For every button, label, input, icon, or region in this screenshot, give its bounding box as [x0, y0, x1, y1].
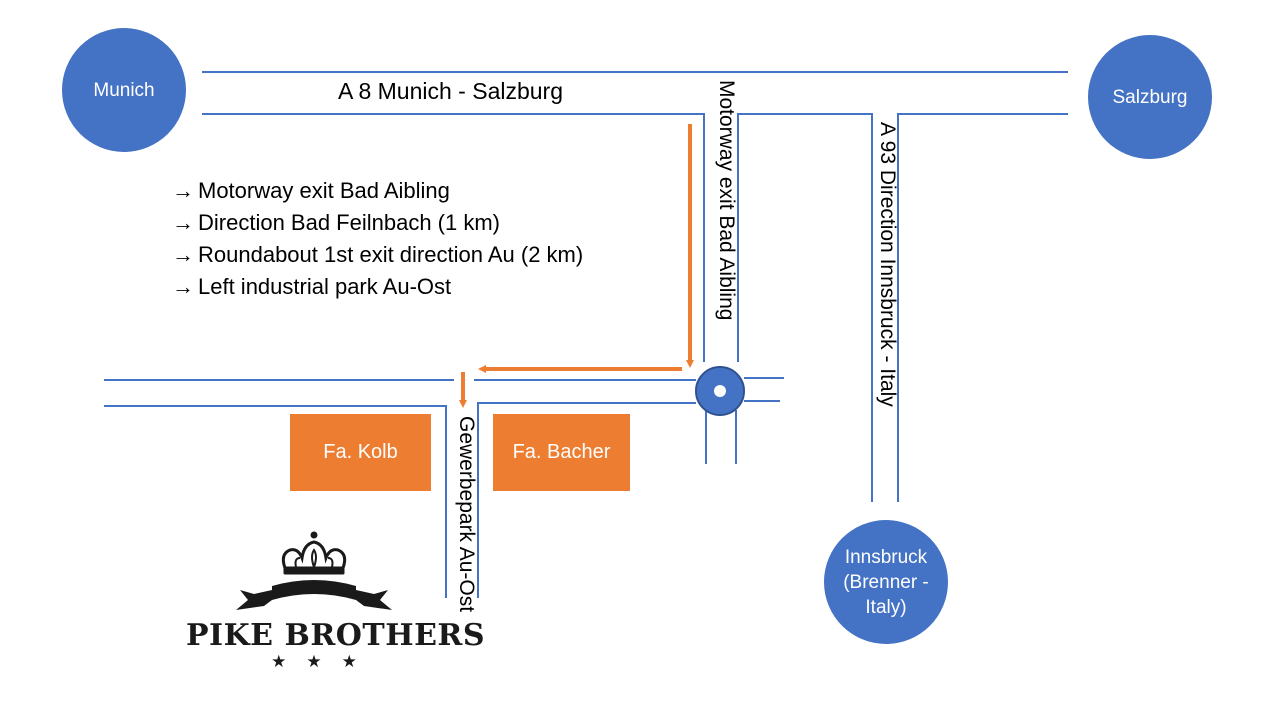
- business-fa-bacher: Fa. Bacher: [493, 414, 630, 491]
- direction-text: Left industrial park Au-Ost: [198, 274, 452, 299]
- arrow-right-icon: →: [172, 178, 194, 203]
- a8-road-bottom-right-edge: [897, 113, 1068, 502]
- business-fa-bacher-label: Fa. Bacher: [512, 441, 611, 463]
- road-label-gewerbepark: Gewerbepark Au-Ost: [455, 416, 478, 613]
- direction-text: Roundabout 1st exit direction Au (2 km): [198, 242, 584, 267]
- roundabout-icon: [695, 366, 745, 416]
- city-innsbruck-label-line3: Italy): [865, 596, 907, 618]
- road-label-a8: A 8 Munich - Salzburg: [338, 78, 564, 104]
- local-road-bottom-mid-edge: [477, 402, 696, 598]
- city-innsbruck-label-line2: (Brenner -: [843, 571, 929, 593]
- road-label-motorway-exit: Motorway exit Bad Aibling: [715, 80, 738, 321]
- logo-stars: ★★★: [271, 652, 377, 671]
- a8-road-bottom-left-edge: [202, 113, 705, 362]
- arrow-right-icon: →: [172, 242, 194, 267]
- logo-text: PIKE BROTHERS: [186, 618, 486, 653]
- direction-text: Motorway exit Bad Aibling: [198, 178, 450, 203]
- crown-icon: [236, 531, 392, 610]
- city-innsbruck-label-line1: Innsbruck: [844, 546, 928, 568]
- city-salzburg-label: Salzburg: [1112, 86, 1188, 108]
- business-fa-kolb: Fa. Kolb: [290, 414, 431, 491]
- pike-brothers-logo: PIKE BROTHERS ★★★: [186, 528, 486, 678]
- city-munich-label: Munich: [93, 79, 155, 101]
- direction-item: →Direction Bad Feilnbach (1 km): [172, 207, 583, 239]
- city-munich: Munich: [62, 28, 186, 152]
- road-lines: [104, 71, 1068, 598]
- direction-item: →Left industrial park Au-Ost: [172, 271, 583, 303]
- direction-item: →Motorway exit Bad Aibling: [172, 175, 583, 207]
- city-innsbruck: Innsbruck (Brenner - Italy): [824, 520, 948, 644]
- direction-text: Direction Bad Feilnbach (1 km): [198, 210, 501, 235]
- local-road-bottom-left-edge: [104, 405, 447, 598]
- city-salzburg: Salzburg: [1088, 35, 1212, 159]
- business-fa-kolb-label: Fa. Kolb: [323, 441, 398, 463]
- route: [459, 124, 694, 408]
- arrow-right-icon: →: [172, 274, 194, 299]
- a8-road-bottom-mid-edge: [737, 113, 873, 502]
- arrow-right-icon: →: [172, 210, 194, 235]
- directions-list: →Motorway exit Bad Aibling →Direction Ba…: [172, 175, 583, 303]
- road-label-a93: A 93 Direction Innsbruck - Italy: [876, 122, 899, 407]
- direction-item: →Roundabout 1st exit direction Au (2 km): [172, 239, 583, 271]
